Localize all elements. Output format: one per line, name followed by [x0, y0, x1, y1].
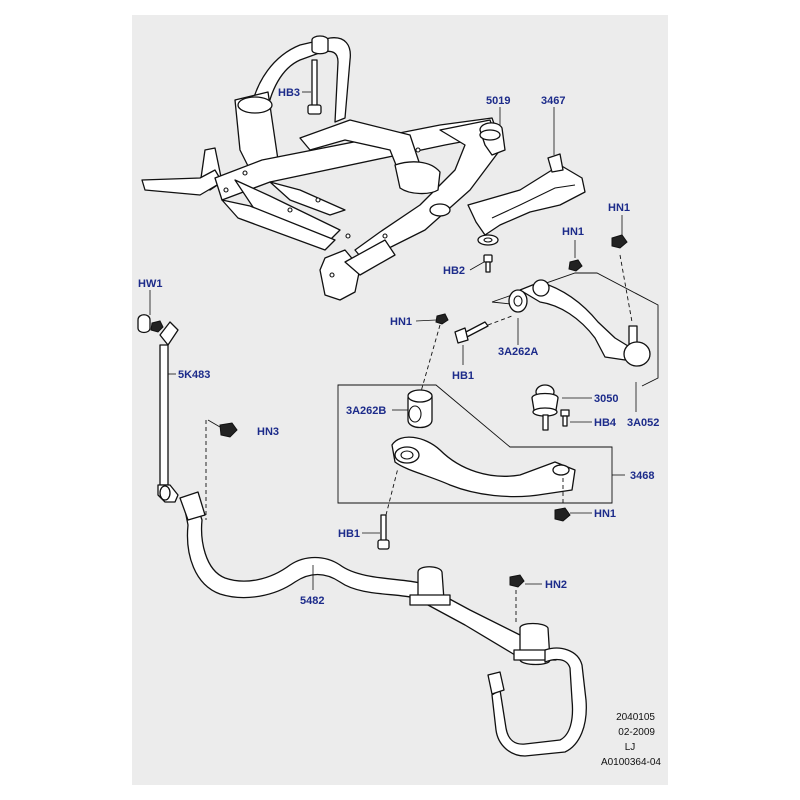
bolt-hb1-upper: [454, 315, 513, 365]
nut-hn3: [205, 419, 238, 520]
callout-hn1-lower: HN1: [594, 508, 616, 520]
ref-line-3: LJ: [625, 742, 636, 753]
callout-hb2: HB2: [443, 265, 465, 277]
callout-hb4: HB4: [594, 417, 617, 429]
callout-hb1-lower: HB1: [338, 528, 360, 540]
callout-labels: HB3 5019 3467 HN1 HN1 HB2 HW1 HN1 3A262A…: [138, 87, 659, 607]
callout-3a262b: 3A262B: [346, 405, 386, 417]
nut-hn1-left: [415, 313, 449, 396]
reference-block: 2040105 02-2009 LJ A0100364-04: [601, 712, 661, 768]
callout-hn2: HN2: [545, 579, 567, 591]
leader-lines: [149, 107, 637, 590]
bolt-hb2: [469, 254, 493, 273]
callout-3467: 3467: [541, 95, 565, 107]
callout-hn1-arm: HN1: [562, 226, 584, 238]
callout-hn1-top: HN1: [608, 202, 630, 214]
callout-3a262a: 3A262A: [498, 346, 538, 358]
callout-hw1: HW1: [138, 278, 162, 290]
upper-arm-3a052-group: [491, 234, 659, 387]
bracket-3467: [467, 153, 586, 246]
callout-5482: 5482: [300, 595, 324, 607]
ref-line-4: A0100364-04: [601, 757, 661, 768]
callout-3468: 3468: [630, 470, 654, 482]
ref-line-2: 02-2009: [618, 727, 655, 738]
subframe-5019: [141, 35, 506, 301]
bolt-hb1-lower: [377, 467, 399, 550]
callout-5k483: 5K483: [178, 369, 210, 381]
callout-hb1-upper: HB1: [452, 370, 474, 382]
callout-5019: 5019: [486, 95, 510, 107]
ref-line-1: 2040105: [616, 712, 655, 723]
callout-hn3: HN3: [257, 426, 279, 438]
callout-hn1-left: HN1: [390, 316, 412, 328]
lower-arm-3468-group: [337, 384, 613, 522]
stabiliser-link-5k483: [137, 314, 179, 503]
anti-roll-bar-5482: [179, 491, 587, 757]
bolt-hb3: [302, 59, 322, 115]
callout-hb3: HB3: [278, 87, 300, 99]
callout-3a052: 3A052: [627, 417, 659, 429]
callout-3050: 3050: [594, 393, 618, 405]
